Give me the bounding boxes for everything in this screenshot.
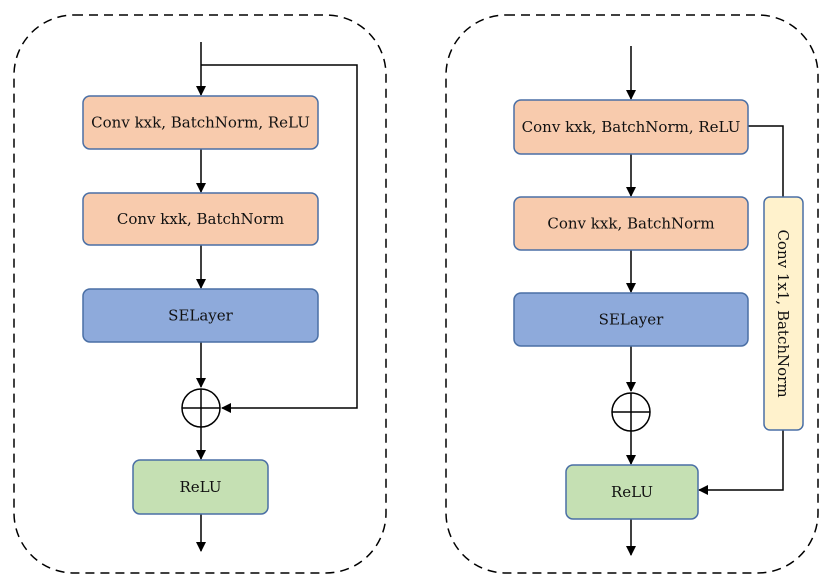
left-block-outline: [13, 14, 387, 574]
right-se-label: SELayer: [599, 311, 664, 329]
right-relu-box: ReLU: [565, 464, 699, 520]
left-conv2-box: Conv kxk, BatchNorm: [82, 192, 319, 246]
right-residual-block: Conv kxk, BatchNorm, ReLU Conv kxk, Batc…: [445, 14, 819, 574]
left-se-box: SELayer: [82, 288, 319, 343]
right-conv1-label: Conv kxk, BatchNorm, ReLU: [522, 118, 741, 136]
left-relu-box: ReLU: [132, 459, 269, 515]
left-relu-label: ReLU: [180, 478, 222, 496]
left-conv1-box: Conv kxk, BatchNorm, ReLU: [82, 95, 319, 150]
right-conv2-box: Conv kxk, BatchNorm: [513, 196, 749, 251]
right-shortcut-label: Conv 1x1, BatchNorm: [774, 229, 792, 397]
right-block-outline: [445, 14, 819, 574]
left-residual-block: Conv kxk, BatchNorm, ReLU Conv kxk, Batc…: [13, 14, 387, 574]
right-conv1-box: Conv kxk, BatchNorm, ReLU: [513, 99, 749, 155]
right-relu-label: ReLU: [611, 483, 653, 501]
right-add-node: [611, 392, 651, 432]
left-se-label: SELayer: [168, 307, 233, 325]
right-shortcut-in: [748, 125, 784, 197]
right-shortcut-out: [698, 430, 784, 495]
right-se-box: SELayer: [513, 292, 749, 347]
left-conv1-label: Conv kxk, BatchNorm, ReLU: [91, 114, 310, 132]
left-conv2-label: Conv kxk, BatchNorm: [117, 210, 284, 228]
left-identity-skip: [201, 64, 358, 413]
right-conv2-label: Conv kxk, BatchNorm: [547, 215, 714, 233]
left-add-node: [181, 388, 221, 428]
right-shortcut-conv-box: Conv 1x1, BatchNorm: [763, 196, 804, 431]
